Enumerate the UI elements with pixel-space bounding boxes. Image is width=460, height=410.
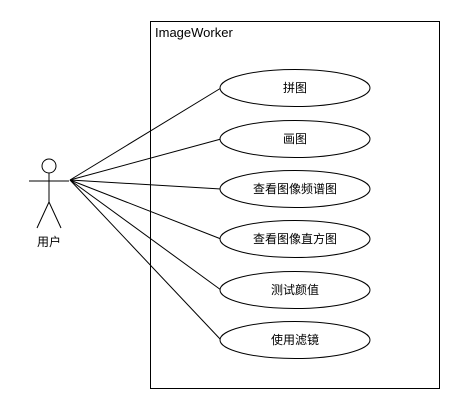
use-case-ellipse[interactable]	[219, 220, 371, 258]
association-lines	[69, 87, 222, 341]
association-line	[69, 87, 222, 181]
actor-head	[41, 158, 57, 174]
use-case-label: 测试颜值	[271, 282, 319, 297]
actor-figure	[29, 158, 69, 229]
use-case-uc6[interactable]: 使用滤镜	[219, 321, 371, 359]
use-case-label: 拼图	[283, 81, 307, 95]
actor-right-leg	[48, 201, 62, 229]
association-line	[69, 179, 222, 291]
use-case-label: 画图	[283, 132, 307, 146]
use-case-ellipse[interactable]	[219, 271, 371, 309]
association-line	[69, 179, 222, 190]
use-case-uc3[interactable]: 查看图像频谱图	[219, 170, 371, 208]
association-line	[69, 179, 222, 341]
actor-left-leg	[36, 201, 50, 229]
association-line	[69, 138, 222, 181]
use-case-uc4[interactable]: 查看图像直方图	[219, 220, 371, 258]
use-case-uc5[interactable]: 测试颜值	[219, 271, 371, 309]
actor-label: 用户	[37, 234, 61, 249]
use-case-ellipse[interactable]	[219, 321, 371, 359]
use-case-label: 查看图像直方图	[253, 231, 337, 246]
use-case-ellipse[interactable]	[219, 120, 371, 158]
association-line	[69, 179, 222, 240]
use-case-ellipse[interactable]	[219, 170, 371, 208]
use-case-label: 使用滤镜	[271, 332, 319, 347]
use-case-label: 查看图像频谱图	[253, 182, 337, 196]
use-case-ellipse[interactable]	[219, 69, 371, 107]
use-case-uc2[interactable]: 画图	[219, 120, 371, 158]
use-case-uc1[interactable]: 拼图	[219, 69, 371, 107]
system-title: ImageWorker	[155, 25, 233, 40]
